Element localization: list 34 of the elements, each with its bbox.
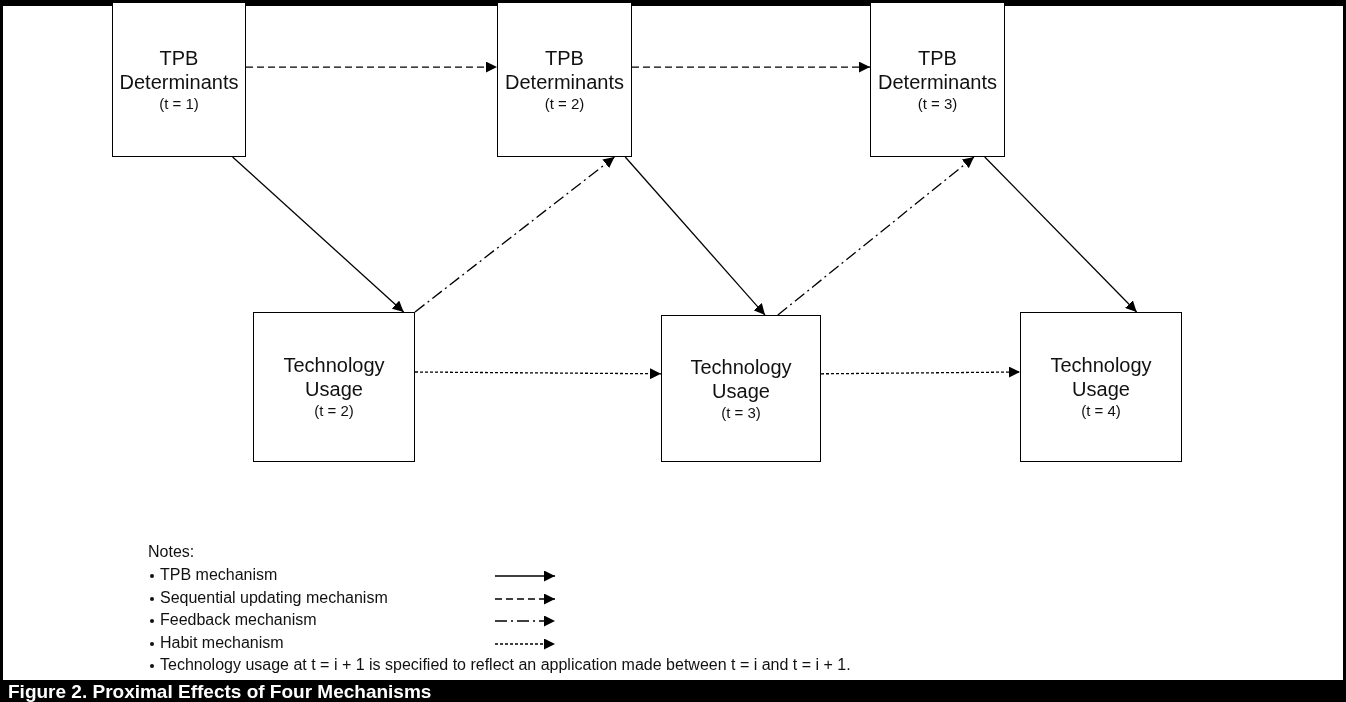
process-box [497, 2, 632, 157]
box-title: TPB Determinants [118, 45, 240, 94]
legend-text: Habit mechanism [160, 634, 284, 652]
process-box [1020, 312, 1182, 462]
legend-text: Feedback mechanism [160, 611, 317, 629]
box-title: Technology Usage [1049, 353, 1153, 401]
figure-title: Figure 2. Proximal Effects of Four Mechanisms [8, 681, 432, 702]
process-box [112, 2, 246, 157]
arrow [984, 156, 1138, 313]
arrow [231, 156, 405, 313]
box-title: TPB Determinants [877, 45, 998, 94]
arrow [631, 61, 871, 73]
box-title: TPB Determinants [504, 45, 625, 94]
arrow [624, 156, 766, 316]
time-label: (t = 4) [1081, 401, 1121, 421]
box-title: Technology Usage [282, 353, 386, 401]
notes-heading: Notes: [148, 543, 195, 561]
arrow [414, 368, 662, 380]
arrow [414, 156, 616, 313]
note-text: Technology usage at t = i + 1 is specified to reflect an application made between t = i and t = i + 1. [160, 656, 851, 674]
arrow [777, 156, 975, 316]
time-label: (t = 2) [544, 93, 585, 114]
time-label: (t = 2) [314, 401, 354, 421]
time-label: (t = 3) [917, 93, 958, 114]
arrow [820, 366, 1021, 378]
time-label: (t = 1) [159, 93, 199, 114]
process-box [661, 315, 821, 462]
box-title: Technology Usage [689, 354, 793, 403]
process-box [253, 312, 415, 462]
process-box [870, 2, 1005, 157]
time-label: (t = 3) [721, 402, 761, 423]
legend-text: TPB mechanism [160, 566, 278, 584]
arrow [245, 61, 498, 73]
legend-text: Sequential updating mechanism [160, 589, 388, 607]
